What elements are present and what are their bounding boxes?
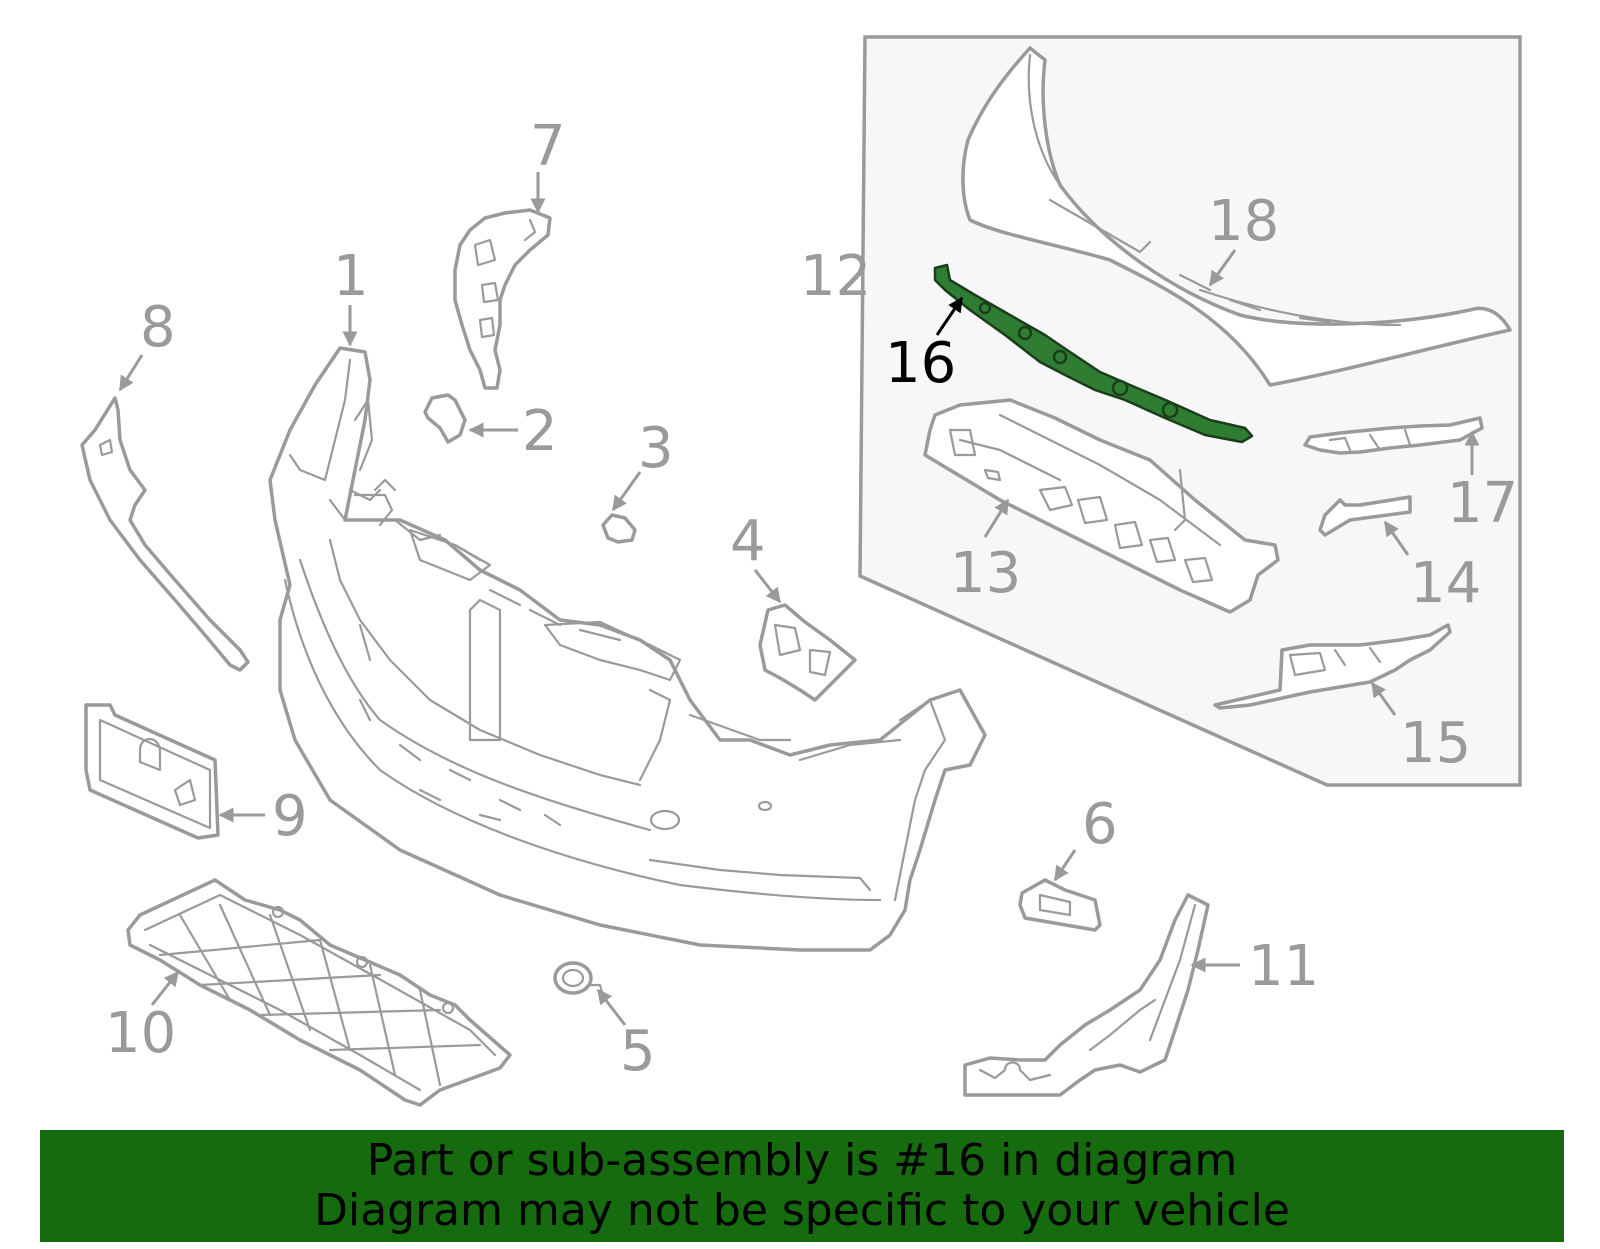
label-1: 1 xyxy=(333,244,369,309)
info-banner: Part or sub-assembly is #16 in diagram D… xyxy=(40,1130,1564,1242)
part-1-bumper-cover xyxy=(268,346,987,952)
banner-line-disclaimer: Diagram may not be specific to your vehi… xyxy=(314,1185,1290,1236)
part-13-center-bracket xyxy=(923,398,1280,614)
banner-line-part-number: Part or sub-assembly is #16 in diagram xyxy=(366,1135,1238,1186)
label-13: 13 xyxy=(950,541,1021,606)
label-14: 14 xyxy=(1410,551,1481,616)
leader-lines xyxy=(118,172,1480,1026)
part-5-grommet xyxy=(553,961,604,995)
part-14-small-bracket xyxy=(1318,495,1412,537)
part-4-bracket xyxy=(758,603,857,702)
label-8: 8 xyxy=(140,295,176,360)
label-18: 18 xyxy=(1208,189,1279,254)
part-3-clip xyxy=(601,513,637,544)
part-8-trim-strip xyxy=(80,396,250,672)
callout-labels: 1 2 3 4 5 6 7 8 9 10 11 12 13 14 15 16 1… xyxy=(105,114,1518,1084)
label-4: 4 xyxy=(730,509,766,574)
label-7: 7 xyxy=(530,114,566,179)
label-9: 9 xyxy=(272,784,308,849)
label-5: 5 xyxy=(620,1019,656,1084)
label-12: 12 xyxy=(800,244,871,309)
label-3: 3 xyxy=(638,416,674,481)
part-11-side-bracket xyxy=(963,893,1210,1097)
label-15: 15 xyxy=(1400,711,1471,776)
part-16-bracket-highlighted xyxy=(933,263,1254,444)
part-9-plate-bracket xyxy=(84,703,220,840)
part-2-clip xyxy=(423,393,467,444)
label-10: 10 xyxy=(105,1001,176,1066)
part-18-upper-molding xyxy=(961,46,1512,387)
label-2: 2 xyxy=(522,399,558,464)
part-10-splash-shield xyxy=(126,878,512,1107)
label-16-highlighted: 16 xyxy=(885,331,956,396)
part-15-lower-bracket xyxy=(1213,623,1452,710)
label-6: 6 xyxy=(1082,792,1118,857)
label-17: 17 xyxy=(1447,471,1518,536)
part-6-bracket xyxy=(1018,878,1102,932)
label-11: 11 xyxy=(1248,934,1319,999)
part-7-side-bracket xyxy=(453,208,552,390)
